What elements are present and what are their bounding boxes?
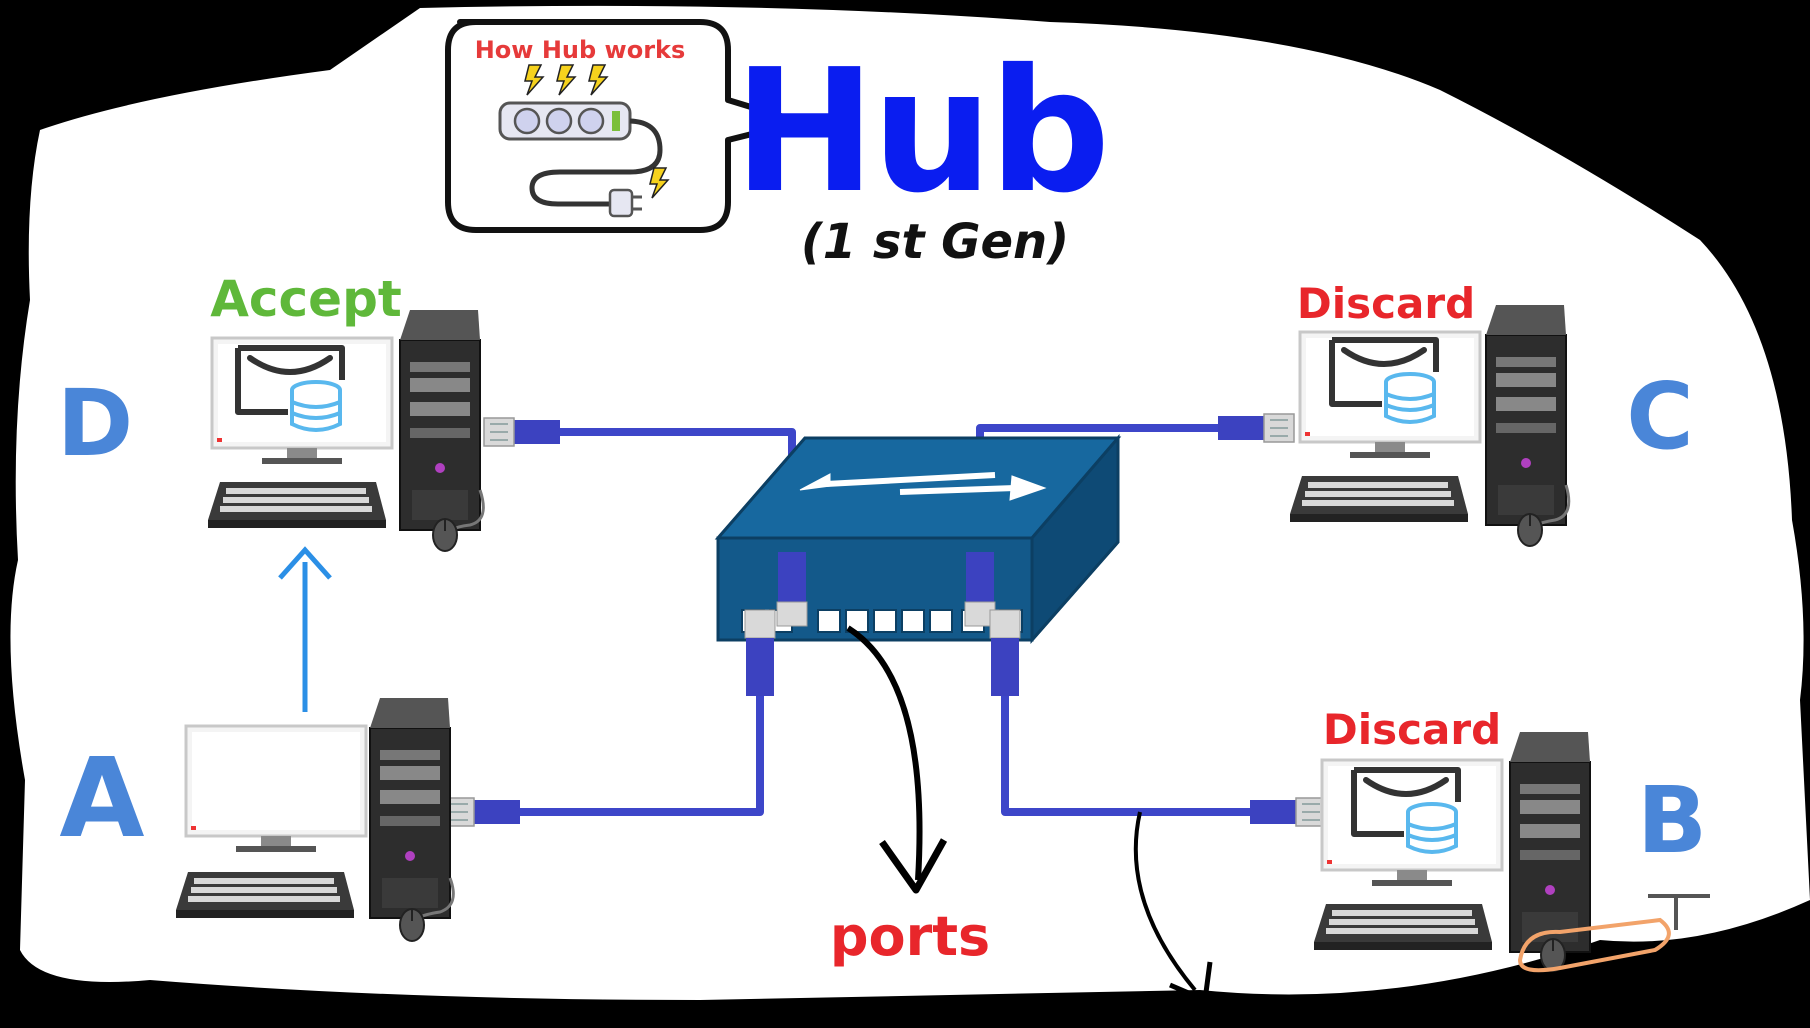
computer-b-letter: B <box>1637 767 1707 874</box>
computer-d-letter: D <box>57 370 133 477</box>
computer-c-letter: C <box>1626 363 1694 470</box>
computer-b-status: Discard <box>1323 705 1501 754</box>
title-hub: Hub <box>734 33 1107 231</box>
computer-b: B Discard <box>1314 705 1710 973</box>
rj45-connector-icon <box>744 552 1021 696</box>
computer-a: A <box>59 697 455 942</box>
power-strip-icon <box>498 101 663 207</box>
keyboard <box>208 482 386 528</box>
computer-c-status: Discard <box>1297 279 1475 328</box>
mouse <box>432 518 458 552</box>
curved-arrow-icon <box>1133 811 1213 1003</box>
mouse <box>399 908 425 942</box>
tower <box>399 309 481 531</box>
up-arrow-icon <box>278 546 332 712</box>
bidirectional-arrow-icon <box>799 472 1047 501</box>
bubble-caption: How Hub works <box>475 36 686 64</box>
mouse <box>1517 513 1543 547</box>
tower <box>1485 304 1567 526</box>
computer-d-status: Accept <box>210 270 402 328</box>
plug-icon <box>608 167 669 218</box>
title-generation: (1 st Gen) <box>801 214 1069 270</box>
computer-a-letter: A <box>59 734 144 862</box>
curved-arrow-icon <box>846 625 948 894</box>
keyboard <box>1290 476 1468 522</box>
monitor <box>184 724 368 854</box>
tower <box>369 697 451 919</box>
computer-d: D Accept <box>57 270 485 552</box>
computer-c: C Discard <box>1290 279 1694 547</box>
keyboard <box>176 872 354 918</box>
keyboard <box>1314 904 1492 950</box>
speech-bubble: How Hub works <box>445 19 803 233</box>
ports-label: ports <box>830 905 990 968</box>
tower <box>1509 731 1591 953</box>
